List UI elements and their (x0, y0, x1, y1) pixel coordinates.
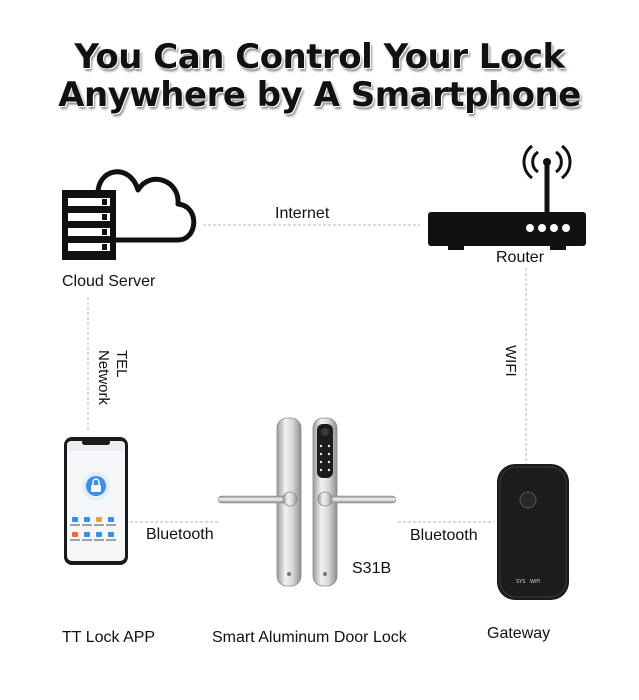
model-label: S31B (352, 560, 392, 577)
title-line-2: Anywhere by A Smartphone (58, 75, 581, 115)
gateway-device: SYS WiFi (497, 464, 569, 600)
gateway-led-label-wifi: WiFi (530, 579, 540, 585)
title-line-1: You Can Control Your Lock (74, 37, 565, 77)
gateway-led-label-sys: SYS (516, 579, 525, 585)
internet-label: Internet (275, 205, 330, 222)
door-lock-illustration (217, 417, 397, 587)
tel-network-label-line-2: Network (95, 350, 112, 406)
tel-network-label: TEL Network (94, 350, 130, 405)
wifi-label: WIFI (502, 345, 519, 377)
door-lock-label: Smart Aluminum Door Lock (212, 629, 407, 646)
router-icon (428, 144, 586, 250)
tel-network-label-line-1: TEL (113, 350, 130, 378)
router-label: Router (496, 249, 545, 266)
phone-icon (64, 437, 128, 565)
page-title: You Can Control Your Lock Anywhere by A … (0, 38, 639, 114)
app-label: TT Lock APP (62, 629, 156, 646)
cloud-server-label: Cloud Server (62, 273, 156, 290)
gateway-label: Gateway (487, 625, 551, 642)
bluetooth-right-label: Bluetooth (410, 527, 478, 544)
bluetooth-left-label: Bluetooth (146, 526, 214, 543)
cloud-server-icon (62, 169, 197, 260)
